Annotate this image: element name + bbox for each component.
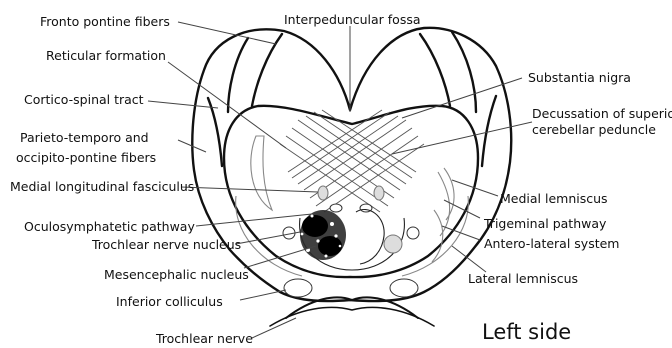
- leader-lines: [148, 22, 532, 338]
- label-trochlear-nerve-nucleus: Trochlear nerve nucleus: [91, 237, 241, 252]
- left-crus-fiber-line: [228, 38, 248, 112]
- label-fronto-pontine-fibers: Fronto pontine fibers: [40, 14, 170, 29]
- label-antero-lateral-system: Antero-lateral system: [484, 236, 619, 251]
- labels: Fronto pontine fibers Interpeduncular fo…: [10, 12, 672, 346]
- right-crus-fiber-line: [420, 34, 450, 106]
- left-crus-fiber-line: [252, 34, 282, 106]
- label-lateral-lemniscus: Lateral lemniscus: [468, 271, 578, 286]
- label-medial-longitudinal-fasciculus: Medial longitudinal fasciculus: [10, 179, 194, 194]
- label-cortico-spinal-tract: Cortico-spinal tract: [24, 92, 144, 107]
- right-mesencephalic-nucleus: [384, 235, 402, 253]
- right-lateral-nucleus: [407, 227, 419, 239]
- anterolateral-system-shape: [432, 210, 443, 262]
- label-substantia-nigra: Substantia nigra: [528, 70, 631, 85]
- label-left-side: Left side: [482, 320, 571, 344]
- label-trochlear-nerve: Trochlear nerve: [155, 331, 253, 346]
- label-medial-lemniscus: Medial lemniscus: [500, 191, 608, 206]
- right-mlf-nucleus: [374, 186, 384, 200]
- lesion-stipple: [300, 210, 346, 260]
- right-inferior-colliculus: [390, 279, 418, 297]
- label-inferior-colliculus: Inferior colliculus: [116, 294, 223, 309]
- label-decussation-line-2: cerebellar peduncle: [532, 122, 656, 137]
- left-inferior-colliculus: [284, 279, 312, 297]
- label-parieto-temporo-line-2: occipito-pontine fibers: [16, 150, 156, 165]
- tegmentum-outline: [224, 106, 478, 277]
- label-trigeminal-pathway: Trigeminal pathway: [483, 216, 607, 231]
- label-mesencephalic-nucleus: Mesencephalic nucleus: [104, 267, 249, 282]
- label-interpeduncular-fossa: Interpeduncular fossa: [284, 12, 421, 27]
- left-small-nucleus: [330, 204, 342, 212]
- trochlear-nerve-line-outer: [270, 307, 434, 326]
- decussation-hatch: [280, 110, 424, 212]
- label-oculosymphatetic-pathway: Oculosymphatetic pathway: [24, 219, 195, 234]
- label-parieto-temporo-line-1: Parieto-temporo and: [20, 130, 149, 145]
- left-mlf-nucleus: [318, 186, 328, 200]
- label-decussation-line-1: Decussation of superior: [532, 106, 672, 121]
- label-reticular-formation: Reticular formation: [46, 48, 166, 63]
- midbrain-outline: [192, 28, 511, 301]
- trochlear-fiber-curve: [356, 209, 384, 264]
- left-medial-lemniscus-shape: [251, 136, 272, 210]
